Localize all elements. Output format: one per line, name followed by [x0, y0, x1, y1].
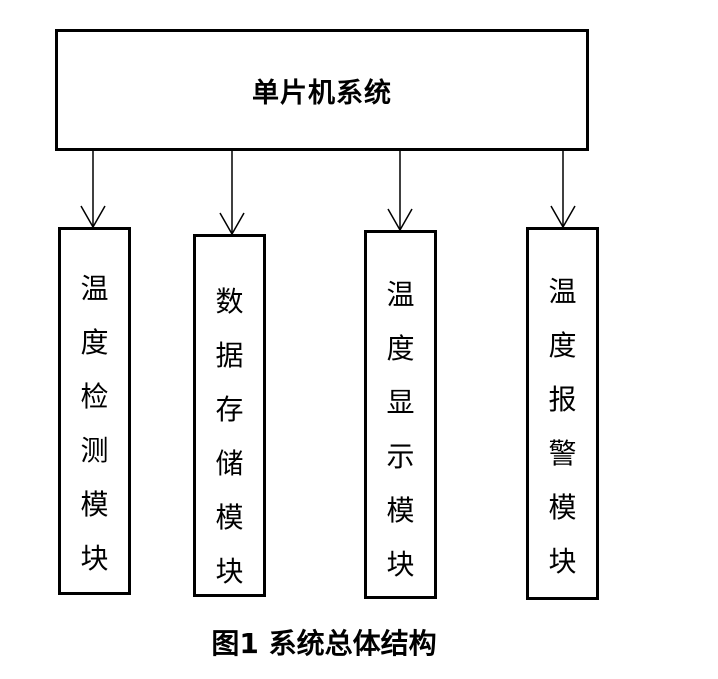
module-label: 温 度 显 示 模 块 [386, 278, 415, 581]
module-label: 数 据 存 储 模 块 [215, 285, 244, 588]
mcu-system-label: 单片机系统 [252, 77, 392, 109]
mcu-system-box: 单片机系统 [55, 29, 589, 151]
figure-caption: 图1 系统总体结构 [211, 627, 437, 660]
temp-alarm-module: 温 度 报 警 模 块 [526, 227, 599, 600]
temp-detection-module: 温 度 检 测 模 块 [58, 227, 131, 595]
data-storage-module: 数 据 存 储 模 块 [193, 234, 266, 597]
temp-display-module: 温 度 显 示 模 块 [364, 230, 437, 599]
module-label: 温 度 报 警 模 块 [548, 275, 577, 578]
module-label: 温 度 检 测 模 块 [80, 272, 109, 575]
